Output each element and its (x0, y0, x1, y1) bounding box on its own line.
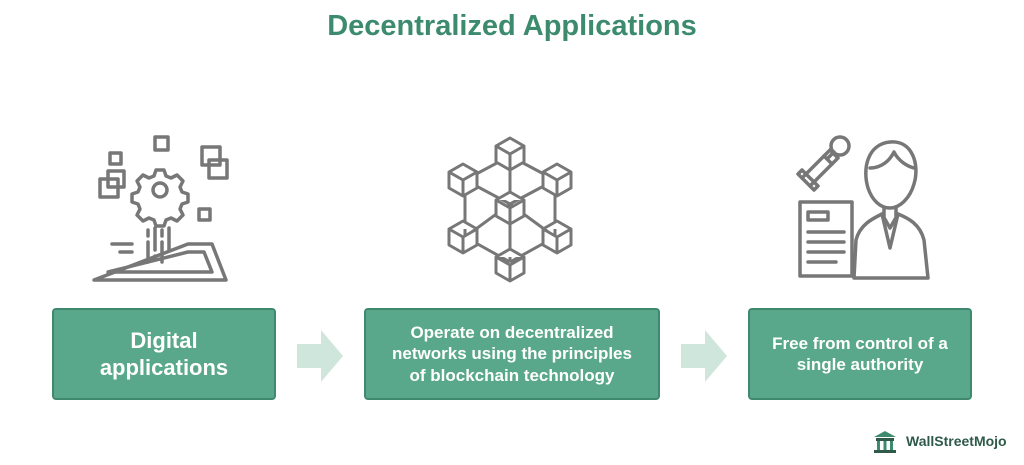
wallstreetmojo-logo-icon (874, 431, 896, 453)
authority-stamp-icon (796, 135, 930, 280)
step-box-digital-applications: Digital applications (52, 308, 276, 400)
arrow-right-icon (297, 328, 345, 389)
digital-app-gear-icon (92, 135, 229, 282)
step-box-blockchain: Operate on decentralized networks using … (364, 308, 660, 400)
brand-watermark: WallStreetMojo (870, 426, 1007, 456)
blockchain-network-icon (447, 136, 573, 283)
step-box-authority: Free from control of a single authority (748, 308, 972, 400)
step-label: Operate on decentralized networks using … (392, 323, 632, 385)
brand-name: WallStreetMojo (906, 433, 1007, 449)
arrow-right-icon (681, 328, 729, 389)
page-title: Decentralized Applications (327, 10, 697, 42)
step-label: Free from control of a single authority (772, 333, 948, 374)
step-label: Digital applications (99, 327, 229, 381)
